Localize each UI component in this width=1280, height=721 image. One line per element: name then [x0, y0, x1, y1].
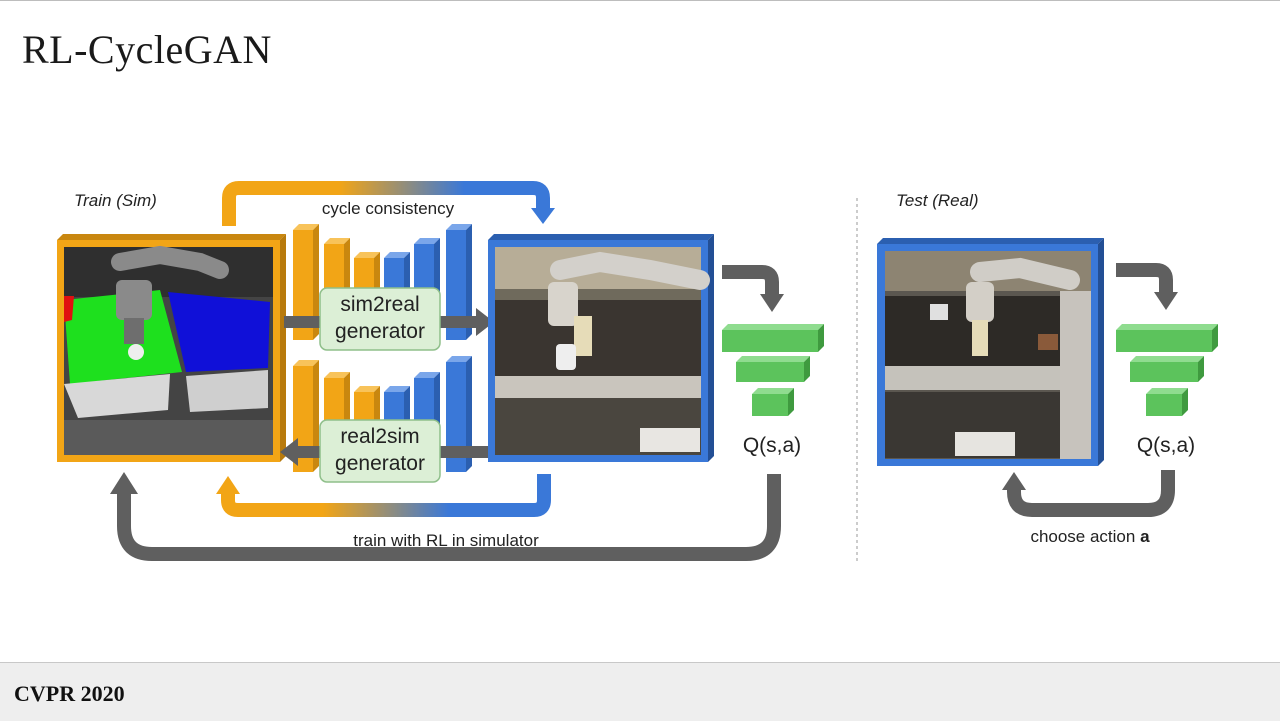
- generated-real-image-panel: [488, 234, 714, 462]
- sim2real-generator-box: sim2real generator: [319, 287, 441, 351]
- cycle-consistency-arrow: [222, 181, 555, 226]
- rl-cyclegan-diagram: Train (Sim) Test (Real) cycle consistenc…: [57, 181, 1218, 562]
- sim2real-label: sim2real: [340, 293, 419, 316]
- train-rl-arrow: [110, 472, 781, 561]
- sim2real-flow-arrow: [284, 308, 494, 336]
- real2sim-generator-label: generator: [335, 452, 425, 475]
- q-network-right: [1116, 324, 1218, 416]
- footer-bar: CVPR 2020: [0, 662, 1280, 721]
- train-sim-label: Train (Sim): [74, 191, 157, 210]
- real2sim-generator-box: real2sim generator: [319, 419, 441, 483]
- cycle-consistency-label: cycle consistency: [322, 199, 455, 218]
- train-rl-label: train with RL in simulator: [353, 531, 539, 550]
- top-rule: [0, 0, 1280, 1]
- choose-action-variable: a: [1140, 527, 1150, 546]
- real-image-panel: [877, 238, 1104, 466]
- q-network-left: [722, 324, 824, 416]
- slide-title: RL-CycleGAN: [22, 27, 272, 72]
- q-value-left-label: Q(s,a): [743, 434, 801, 457]
- cycle-return-arrow: [216, 474, 551, 517]
- choose-action-arrow: [1002, 470, 1175, 517]
- footer-venue: CVPR 2020: [14, 681, 125, 706]
- q-network-input-arrow-left: [722, 265, 784, 312]
- choose-action-text: choose action: [1030, 527, 1135, 546]
- test-real-label: Test (Real): [896, 191, 979, 210]
- sim-image-panel: [57, 234, 286, 462]
- sim2real-generator-label: generator: [335, 320, 425, 343]
- q-network-input-arrow-right: [1116, 263, 1178, 310]
- real2sim-label: real2sim: [340, 425, 419, 448]
- real2sim-flow-arrow: [280, 438, 488, 466]
- choose-action-label: choose action a: [1030, 527, 1150, 546]
- q-value-right-label: Q(s,a): [1137, 434, 1195, 457]
